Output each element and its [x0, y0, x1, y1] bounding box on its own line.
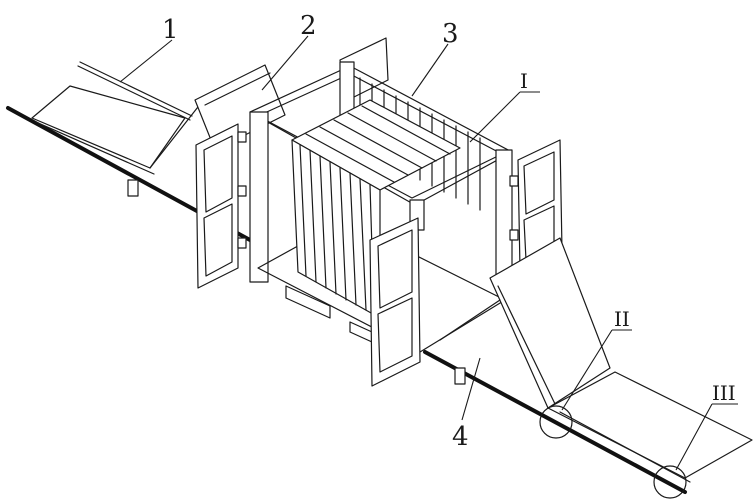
- left-ramp-lift-panel: [194, 64, 286, 151]
- front-left-post: [249, 111, 269, 283]
- front-door: [369, 217, 421, 387]
- right-ramp-lift-panel: [489, 237, 611, 409]
- callout-4: 4: [452, 422, 469, 452]
- callout-1: 1: [162, 15, 179, 45]
- cargo-stack: [291, 99, 461, 319]
- back-right-post: [495, 149, 513, 281]
- left-ramp-deck: [31, 85, 186, 169]
- callout-detail-3: III: [712, 381, 736, 405]
- callout-2: 2: [300, 11, 317, 41]
- left-door: [195, 123, 247, 289]
- callouts: 1 2 3 I 4 II III: [119, 11, 738, 471]
- right-ramp-support: [454, 367, 466, 385]
- right-rail: [423, 350, 687, 494]
- callout-3: 3: [442, 19, 459, 49]
- detail-circle-2: [539, 405, 573, 439]
- callout-detail-2: II: [614, 307, 630, 331]
- front-door-panel: [369, 217, 421, 387]
- callout-detail-1: I: [520, 69, 528, 93]
- right-door: [509, 139, 563, 271]
- right-ramp: [423, 237, 753, 499]
- left-ramp: [6, 61, 286, 242]
- left-ramp-support: [127, 179, 139, 197]
- detail-circle-3: [653, 465, 687, 499]
